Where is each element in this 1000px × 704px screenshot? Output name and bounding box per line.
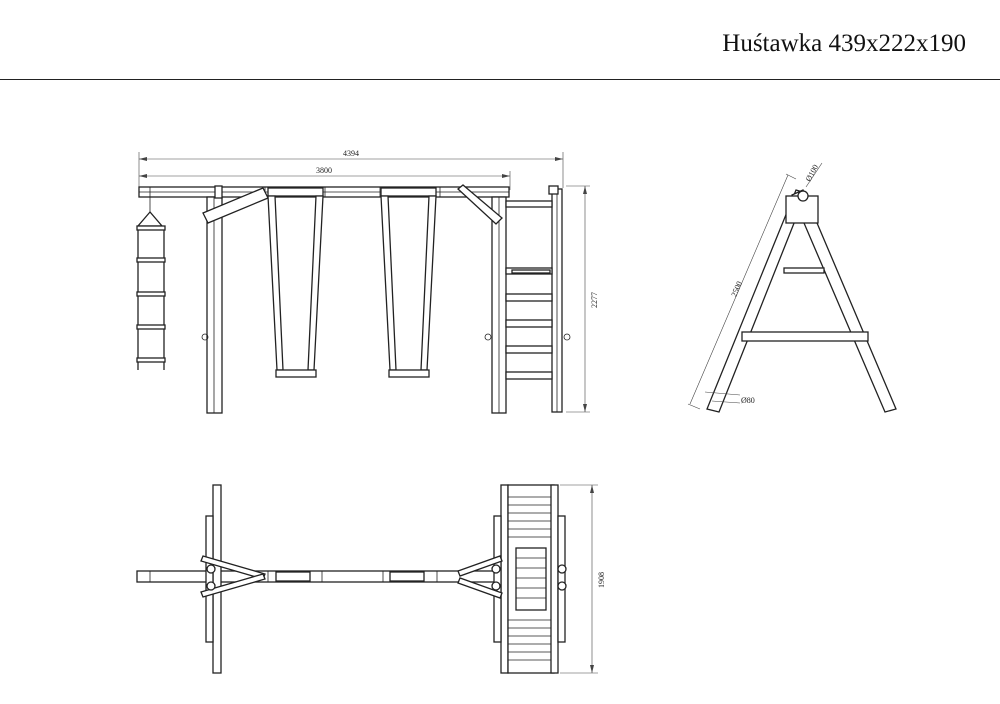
- front-dimension-lines: [138, 152, 590, 413]
- side-view: [687, 162, 897, 413]
- top-view-left-frame: [212, 484, 222, 674]
- dim-leg-length: 2500: [729, 280, 744, 298]
- front-view: 4394 3800 2277: [136, 149, 599, 414]
- left-leg: [206, 196, 223, 414]
- top-view-seat-2: [389, 571, 425, 582]
- top-view-ladder: [507, 484, 567, 674]
- dim-total-length: 4394: [343, 149, 359, 158]
- side-lower-crossbar: [741, 331, 869, 342]
- side-upper-crossbar: [783, 267, 825, 274]
- top-view: [136, 484, 598, 674]
- right-brace: [457, 184, 503, 225]
- dim-height: 2277: [590, 292, 599, 308]
- drawing-title: Huśtawka 439x222x190: [722, 30, 966, 57]
- dim-beam-length: 3800: [316, 166, 332, 175]
- rope-ladder: [136, 197, 166, 370]
- swing-1: [267, 187, 324, 378]
- dim-depth: 1908: [597, 572, 606, 588]
- top-view-right-frame: [500, 484, 509, 674]
- top-view-beam: [136, 570, 511, 583]
- ladder-tower: [505, 185, 571, 413]
- dim-leg-diameter: Ø80: [741, 396, 755, 405]
- header-rule: [0, 79, 1000, 80]
- top-view-seat-1: [275, 571, 311, 582]
- dim-top-diameter: Ø100: [804, 163, 820, 183]
- swing-2: [380, 187, 437, 378]
